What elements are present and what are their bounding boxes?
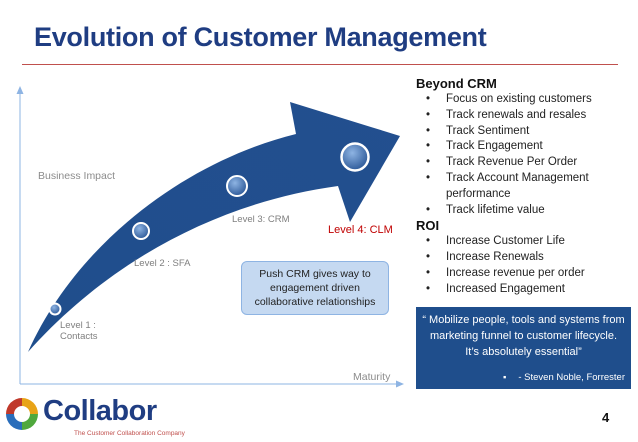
quote-text: “ Mobilize people, tools and systems fro…	[422, 314, 625, 358]
level-4-node	[340, 142, 370, 172]
logo-wordmark: Collabor	[43, 395, 157, 427]
level-1-node	[48, 302, 62, 316]
list-item: Track Engagement	[416, 139, 631, 155]
collabor-logo-icon	[6, 398, 38, 430]
list-item: Track Account Management performance	[416, 171, 631, 203]
list-item: Track Sentiment	[416, 124, 631, 140]
attribution-bullet: ▪	[502, 372, 507, 383]
list-item: Increased Engagement	[416, 282, 631, 298]
right-column: Beyond CRM Focus on existing customers T…	[416, 76, 631, 298]
list-item: Increase Renewals	[416, 250, 631, 266]
level-3-node	[226, 175, 248, 197]
quote-attribution: - Steven Noble, Forrester	[518, 372, 625, 383]
list-item: Increase Customer Life	[416, 234, 631, 250]
list-item: Track renewals and resales	[416, 108, 631, 124]
beyond-crm-heading: Beyond CRM	[416, 76, 497, 91]
level-3-label: Level 3: CRM	[232, 214, 290, 225]
beyond-crm-list: Focus on existing customers Track renewa…	[416, 92, 631, 218]
growth-arrow	[28, 102, 400, 352]
callout-box: Push CRM gives way to engagement driven …	[241, 261, 389, 315]
level-1-label-line-2: Contacts	[60, 331, 98, 342]
x-axis-arrowhead	[396, 380, 404, 388]
collabor-logo: Collabor The Customer Collaboration Comp…	[4, 394, 185, 440]
list-item: Increase revenue per order	[416, 266, 631, 282]
callout-line-2: engagement driven	[270, 282, 360, 294]
slide-title: Evolution of Customer Management	[34, 22, 487, 52]
y-axis-arrowhead	[16, 86, 24, 94]
level-2-node	[132, 222, 150, 240]
list-item: Focus on existing customers	[416, 92, 631, 108]
callout-line-3: collaborative relationships	[254, 296, 376, 308]
quote-attribution-row: ▪ - Steven Noble, Forrester	[416, 370, 625, 386]
list-item: Track lifetime value	[416, 203, 631, 219]
level-2-label: Level 2 : SFA	[134, 258, 191, 269]
level-1-label: Level 1 : Contacts	[60, 320, 98, 342]
level-1-label-line-1: Level 1 :	[60, 320, 96, 331]
callout-line-1: Push CRM gives way to	[259, 268, 371, 280]
roi-list: Increase Customer Life Increase Renewals…	[416, 234, 631, 297]
roi-heading: ROI	[416, 218, 440, 234]
page-number: 4	[602, 410, 610, 425]
x-axis-label: Maturity	[353, 371, 391, 383]
quote-box: “ Mobilize people, tools and systems fro…	[416, 307, 631, 389]
level-4-label: Level 4: CLM	[328, 224, 393, 236]
list-item: Track Revenue Per Order	[416, 155, 631, 171]
y-axis-label: Business Impact	[38, 170, 116, 182]
title-divider	[22, 64, 618, 65]
logo-tagline: The Customer Collaboration Company	[74, 430, 185, 437]
